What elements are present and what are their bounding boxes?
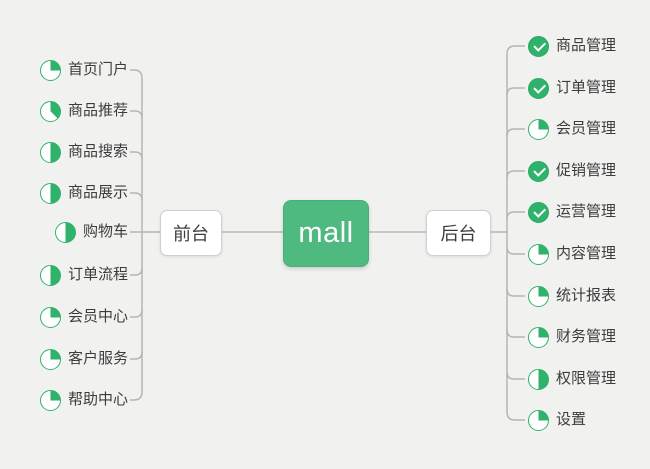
topic-label: 内容管理 — [556, 245, 617, 262]
topic-item[interactable]: 商品搜索 — [39, 141, 128, 163]
topic-item[interactable]: 订单管理 — [528, 77, 616, 99]
topic-label: 帮助中心 — [67, 391, 128, 408]
topic-label: 订单管理 — [556, 79, 617, 96]
task-progress-icon — [528, 160, 549, 182]
task-progress-icon — [39, 348, 61, 370]
topic-label: 统计报表 — [556, 287, 617, 304]
topic-label: 运营管理 — [556, 203, 617, 220]
topic-item[interactable]: 会员中心 — [39, 306, 128, 328]
task-progress-icon — [39, 59, 61, 81]
task-progress-icon — [39, 100, 61, 122]
topic-label: 设置 — [556, 411, 587, 428]
topic-label: 商品管理 — [556, 37, 617, 54]
topic-item[interactable]: 商品推荐 — [39, 100, 128, 122]
topic-item[interactable]: 统计报表 — [528, 285, 616, 307]
topic-label: 订单流程 — [67, 266, 128, 283]
topic-label: 购物车 — [82, 223, 128, 240]
topic-item[interactable]: 会员管理 — [528, 118, 616, 140]
topic-item[interactable]: 客户服务 — [39, 348, 128, 370]
topic-item[interactable]: 促销管理 — [528, 160, 616, 182]
task-progress-icon — [39, 306, 61, 328]
topic-label: 会员中心 — [67, 308, 128, 325]
topic-label: 财务管理 — [556, 328, 617, 345]
topic-label: 会员管理 — [556, 120, 617, 137]
root-topic-mall[interactable]: mall — [283, 200, 369, 267]
branch-topic-frontend[interactable]: 前台 — [160, 210, 222, 256]
task-progress-icon — [528, 35, 549, 57]
branch-topic-backend[interactable]: 后台 — [426, 210, 491, 256]
task-progress-icon — [528, 409, 549, 431]
topic-item[interactable]: 权限管理 — [528, 368, 616, 390]
task-progress-icon — [528, 77, 549, 99]
task-progress-icon — [39, 182, 61, 204]
topic-label: 权限管理 — [556, 370, 617, 387]
topic-label: 客户服务 — [67, 350, 128, 367]
topic-item[interactable]: 商品管理 — [528, 35, 616, 57]
topic-item[interactable]: 首页门户 — [39, 59, 128, 81]
topic-item[interactable]: 设置 — [528, 409, 586, 431]
task-progress-icon — [39, 141, 61, 163]
topic-label: 促销管理 — [556, 162, 617, 179]
task-progress-icon — [528, 118, 549, 140]
task-progress-icon — [54, 221, 76, 243]
topic-label: 首页门户 — [67, 61, 128, 78]
topic-item[interactable]: 运营管理 — [528, 201, 616, 223]
task-progress-icon — [528, 201, 549, 223]
topic-item[interactable]: 商品展示 — [39, 182, 128, 204]
topic-item[interactable]: 内容管理 — [528, 243, 616, 265]
task-progress-icon — [39, 389, 61, 411]
topic-item[interactable]: 订单流程 — [39, 264, 128, 286]
topic-item[interactable]: 帮助中心 — [39, 389, 128, 411]
task-progress-icon — [528, 285, 549, 307]
topic-label: 商品搜索 — [67, 143, 128, 160]
topic-label: 商品推荐 — [67, 102, 128, 119]
topic-item[interactable]: 购物车 — [54, 221, 128, 243]
task-progress-icon — [39, 264, 61, 286]
task-progress-icon — [528, 326, 549, 348]
topic-item[interactable]: 财务管理 — [528, 326, 616, 348]
task-progress-icon — [528, 243, 549, 265]
task-progress-icon — [528, 368, 549, 390]
topic-label: 商品展示 — [67, 184, 128, 201]
